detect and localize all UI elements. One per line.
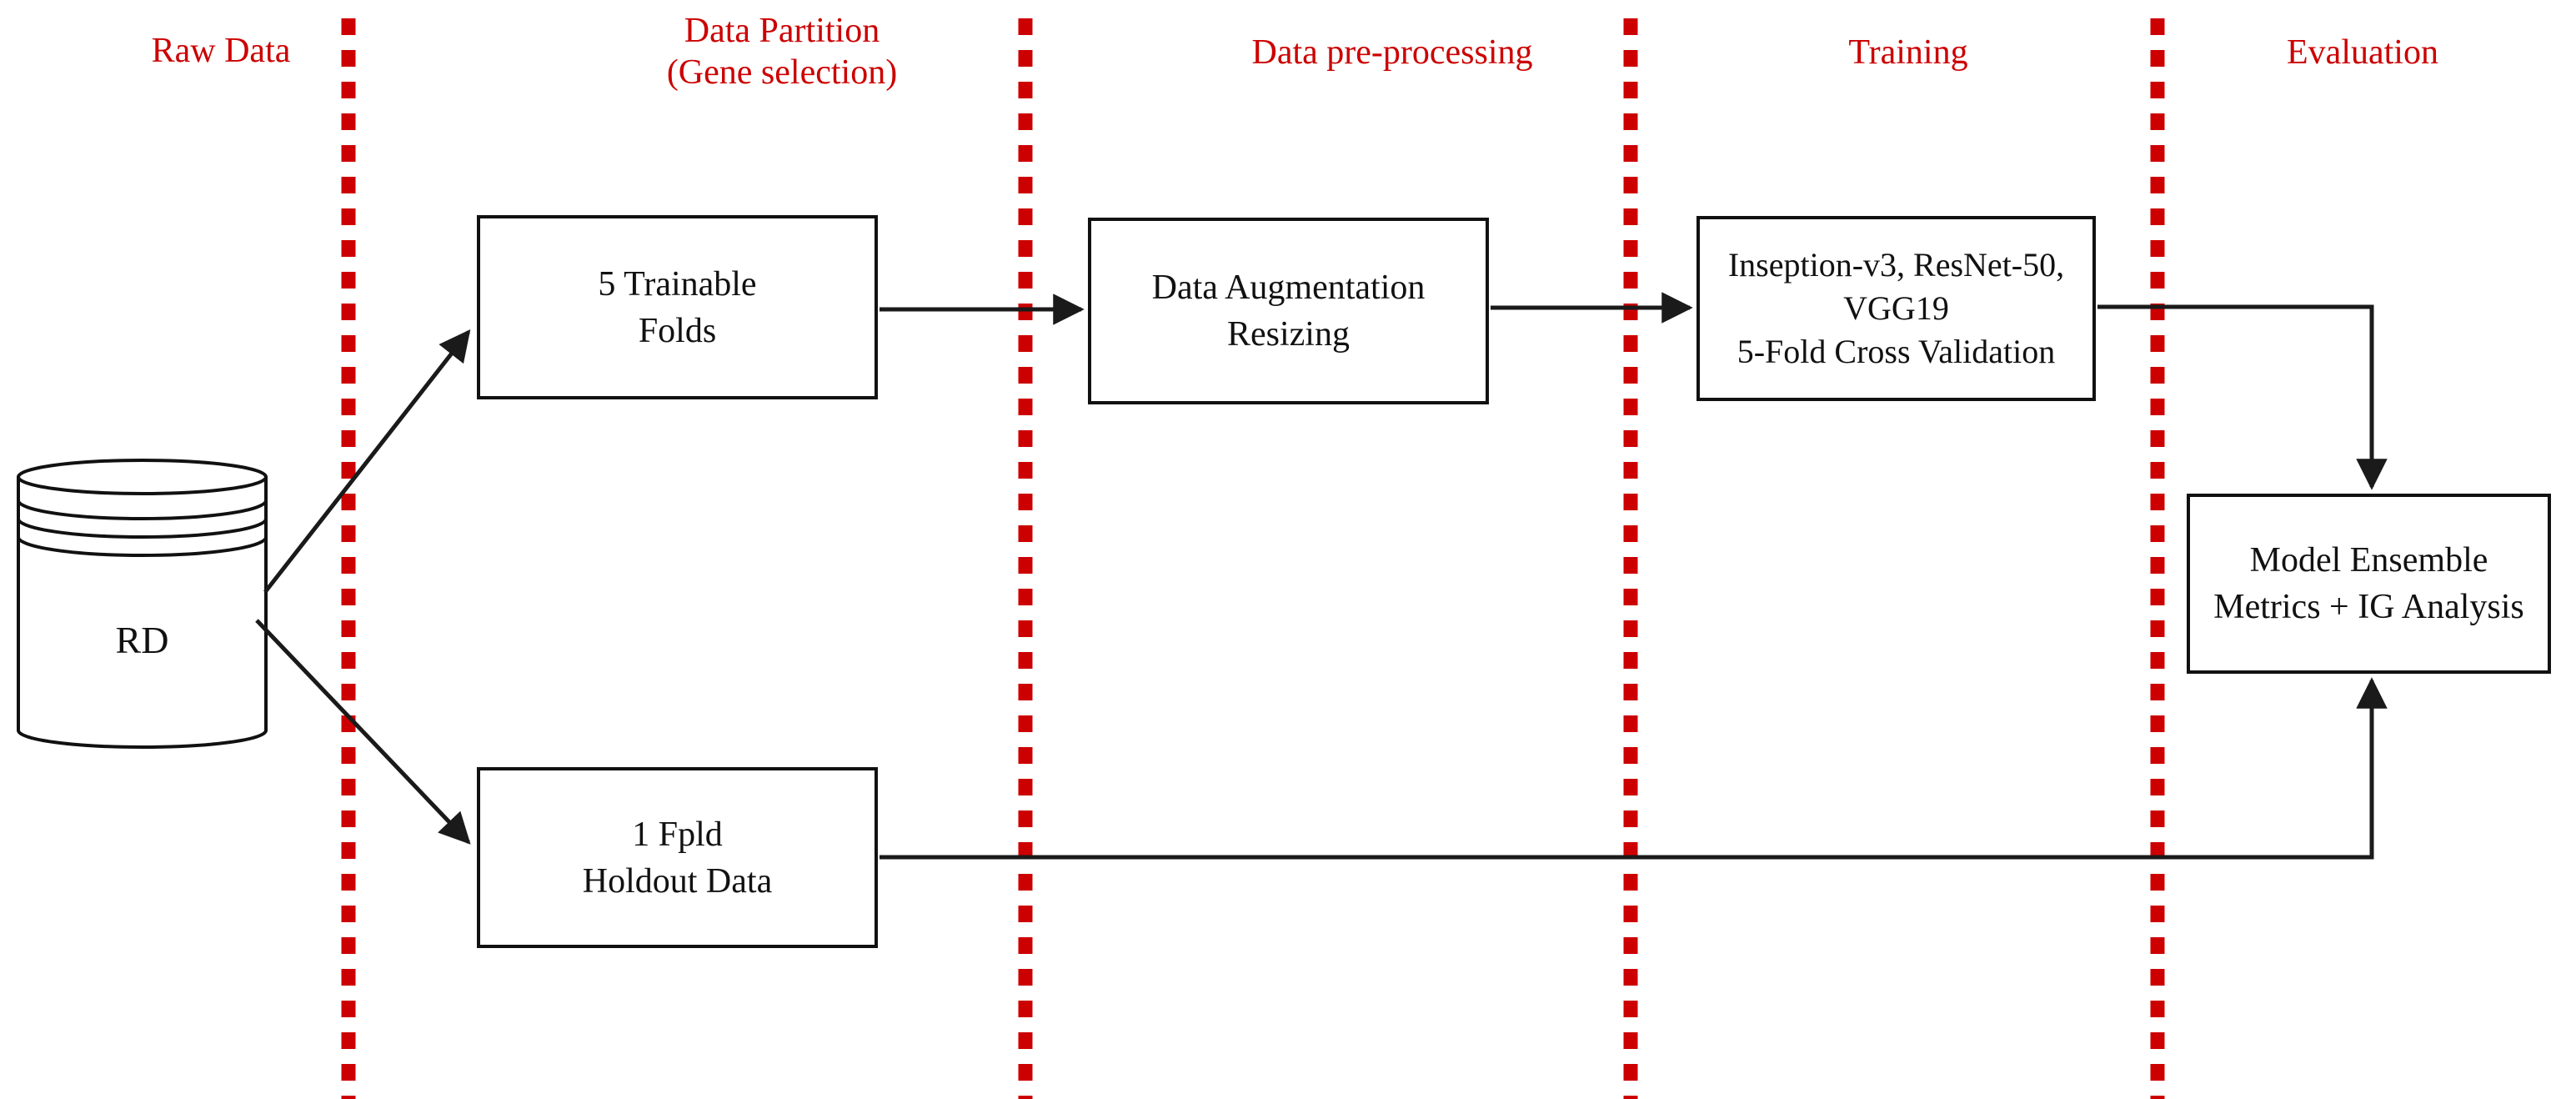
database-label: RD (115, 619, 169, 661)
arrow-holdout-to-ensemble (880, 677, 2388, 860)
node-training-models: Inseption-v3, ResNet-50, VGG19 5-Fold Cr… (1696, 216, 2096, 401)
stage-label-text: Data pre-processing (1251, 33, 1533, 72)
node-trainable-folds: 5 Trainable Folds (477, 215, 878, 399)
node-text-line: 5-Fold Cross Validation (1737, 333, 2056, 370)
node-text-line: Resizing (1227, 315, 1350, 354)
stage-label-raw-data: Raw Data (54, 30, 388, 72)
node-data-augmentation: Data Augmentation Resizing (1088, 218, 1489, 404)
node-model-ensemble: Model Ensemble Metrics + IG Analysis (2187, 494, 2551, 674)
node-text-line: VGG19 (1843, 289, 1949, 327)
stage-label-training: Training (1742, 32, 2075, 73)
node-text-line: Data Augmentation (1151, 268, 1426, 307)
node-text-line: Folds (638, 311, 717, 350)
stage-label-text: Training (1848, 33, 1968, 72)
stage-label-text: Evaluation (2287, 33, 2438, 72)
arrow-training-to-ensemble (2097, 304, 2388, 490)
node-text-line: Holdout Data (582, 861, 773, 901)
stage-label-evaluation: Evaluation (2196, 32, 2529, 73)
node-text-line: 5 Trainable (598, 264, 757, 304)
node-text-line: Metrics + IG Analysis (2213, 588, 2524, 626)
arrow-rd-to-holdout (255, 619, 471, 845)
stage-label-data-partition: Data Partition (Gene selection) (574, 10, 990, 93)
arrow-rd-to-trainable (263, 329, 471, 594)
node-holdout-data: 1 Fpld Holdout Data (477, 767, 878, 948)
database-cylinder-icon (17, 459, 268, 749)
node-text-line: Model Ensemble (2249, 541, 2488, 580)
stage-label-text: Data Partition (684, 12, 880, 50)
node-text-line: 1 Fpld (632, 815, 723, 854)
node-text-line: Inseption-v3, ResNet-50, (1727, 246, 2065, 284)
stage-label-subtext: (Gene selection) (666, 53, 898, 92)
stage-label-data-pre-processing: Data pre-processing (1184, 32, 1601, 73)
stage-label-text: Raw Data (151, 32, 291, 70)
